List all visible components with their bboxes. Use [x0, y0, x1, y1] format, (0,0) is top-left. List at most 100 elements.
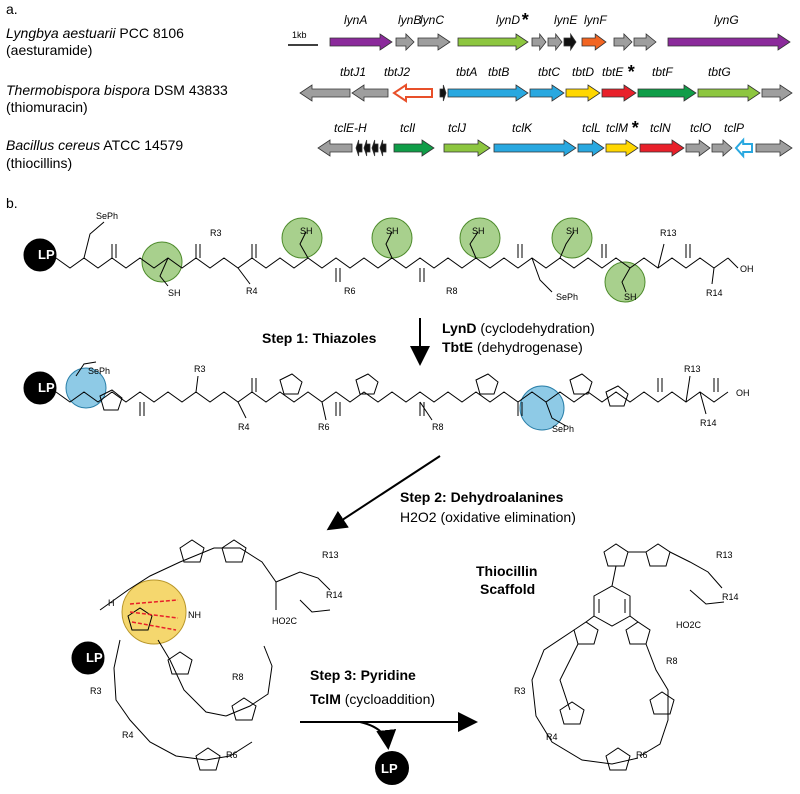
svg-text:R3: R3	[514, 686, 526, 696]
gene-tbtF	[637, 84, 697, 102]
panel-b-label: b.	[6, 195, 18, 211]
gene-label-lynF: lynF	[584, 13, 607, 27]
svg-text:Step 3: Pyridine: Step 3: Pyridine	[310, 667, 416, 683]
yellow-highlight	[121, 579, 187, 645]
gene-tclN	[639, 139, 685, 157]
product-title: Thiocillin Scaffold	[476, 563, 537, 597]
svg-text:(thiocillins): (thiocillins)	[6, 155, 72, 171]
svg-text:HO2C: HO2C	[272, 616, 298, 626]
gene-tclF	[363, 139, 371, 157]
gene-tclP	[734, 137, 753, 159]
svg-text:R4: R4	[246, 286, 258, 296]
macrocycle-intermediate-labels: LP H NH R13 R14 HO2C R8 R3 R4 R6	[86, 550, 343, 760]
cys-highlight-5	[551, 217, 593, 259]
gene-label-tbtB: tbtB	[488, 65, 509, 79]
gene-label-tbtA: tbtA	[456, 65, 477, 79]
gene-label-tbtF: tbtF	[652, 65, 673, 79]
gene-tclL	[577, 139, 605, 157]
svg-text:NH: NH	[188, 610, 201, 620]
gene-label-tclE-H: tclE-H	[334, 121, 367, 135]
linear-peptide-labels: LP SePh SH SH SH SH SePh SH SH R3 R4 R6 …	[38, 211, 754, 302]
svg-text:R6: R6	[318, 422, 330, 432]
lp-bead-1	[23, 238, 57, 272]
lp-bead-released	[375, 751, 409, 785]
cys-highlight-6	[604, 261, 646, 303]
svg-text:SH: SH	[472, 226, 485, 236]
gene-label-tclI: tclI	[400, 121, 416, 135]
svg-text:Scaffold: Scaffold	[480, 581, 535, 597]
svg-text:R14: R14	[700, 418, 717, 428]
gene-label-tbtD: tbtD	[572, 65, 594, 79]
gene-extra-4	[633, 33, 657, 51]
gene-label-tbtE: tbtE	[602, 65, 624, 79]
gene-tclG	[371, 139, 379, 157]
svg-text:R13: R13	[660, 228, 677, 238]
cys-highlight-3	[371, 217, 413, 259]
gene-lynB	[395, 33, 415, 51]
gene-tclE	[355, 139, 363, 157]
gene-tbtJ2	[392, 83, 433, 103]
gene-label-tbtJ1: tbtJ1	[340, 65, 366, 79]
cys-highlight-4	[459, 217, 501, 259]
gene-label-tclO: tclO	[690, 121, 711, 135]
svg-text:R4: R4	[238, 422, 250, 432]
gene-extra-9	[755, 139, 793, 157]
gene-lynF	[581, 33, 607, 51]
gene-tbtA	[439, 84, 447, 102]
svg-text:R6: R6	[344, 286, 356, 296]
svg-text:SePh: SePh	[96, 211, 118, 221]
svg-text:Step 1: Thiazoles: Step 1: Thiazoles	[262, 330, 377, 346]
svg-text:HO2C: HO2C	[676, 620, 702, 630]
svg-text:SePh: SePh	[88, 366, 110, 376]
svg-text:R14: R14	[326, 590, 343, 600]
lp-release-arrow	[359, 721, 397, 750]
svg-text:R3: R3	[194, 364, 206, 374]
gene-lynE	[563, 32, 577, 52]
gene-tbtJ1	[351, 84, 389, 102]
svg-text:R14: R14	[706, 288, 723, 298]
svg-text:R6: R6	[636, 750, 648, 760]
gene-tclH	[379, 139, 387, 157]
gene-label-tclL: tclL	[582, 121, 601, 135]
gene-label-tbtG: tbtG	[708, 65, 731, 79]
svg-text:R3: R3	[210, 228, 222, 238]
svg-text:Thermobispora bispora DSM 4383: Thermobispora bispora DSM 43833	[6, 82, 228, 98]
cluster-label-1: Lyngbya aestuarii PCC 8106 (aesturamide)	[6, 25, 184, 58]
svg-text:LynD (cyclodehydration): LynD (cyclodehydration)	[442, 320, 595, 336]
gene-label-tclK: tclK	[512, 121, 533, 135]
svg-text:R13: R13	[684, 364, 701, 374]
cys-highlight-2	[281, 217, 323, 259]
svg-text:(thiomuracin): (thiomuracin)	[6, 99, 88, 115]
gene-label-tbtC: tbtC	[538, 65, 560, 79]
cluster-label-2: Thermobispora bispora DSM 43833 (thiomur…	[6, 82, 228, 115]
gene-label-tbtJ2: tbtJ2	[384, 65, 410, 79]
gene-tbtB	[447, 84, 529, 102]
svg-text:SH: SH	[624, 292, 637, 302]
gene-extra-3	[613, 33, 633, 51]
gene-label-tclM-star: *	[632, 118, 639, 138]
thiocillin-scaffold	[531, 543, 725, 771]
svg-text:H2O2 (oxidative elimination): H2O2 (oxidative elimination)	[400, 509, 576, 525]
gene-tbtE	[601, 84, 637, 102]
svg-text:TbtE (dehydrogenase): TbtE (dehydrogenase)	[442, 339, 583, 355]
step3-text: Step 3: Pyridine TclM (cycloaddition)	[310, 667, 435, 707]
gene-label-lynG: lynG	[714, 13, 739, 27]
svg-text:R6: R6	[226, 750, 238, 760]
svg-text:SePh: SePh	[552, 424, 574, 434]
gene-lynG	[667, 33, 791, 51]
svg-text:R4: R4	[546, 732, 558, 742]
linear-peptide	[23, 217, 739, 303]
gene-tclI	[393, 139, 435, 157]
gene-extra-7	[317, 139, 353, 157]
gene-extra-8	[711, 139, 733, 157]
svg-text:SH: SH	[168, 288, 181, 298]
gene-tclO	[685, 139, 711, 157]
gene-lynD	[457, 33, 529, 51]
svg-text:OH: OH	[736, 388, 750, 398]
gene-extra-1	[531, 32, 547, 52]
gene-label-tclP: tclP	[724, 121, 744, 135]
svg-text:LP: LP	[86, 650, 103, 665]
svg-text:R13: R13	[322, 550, 339, 560]
